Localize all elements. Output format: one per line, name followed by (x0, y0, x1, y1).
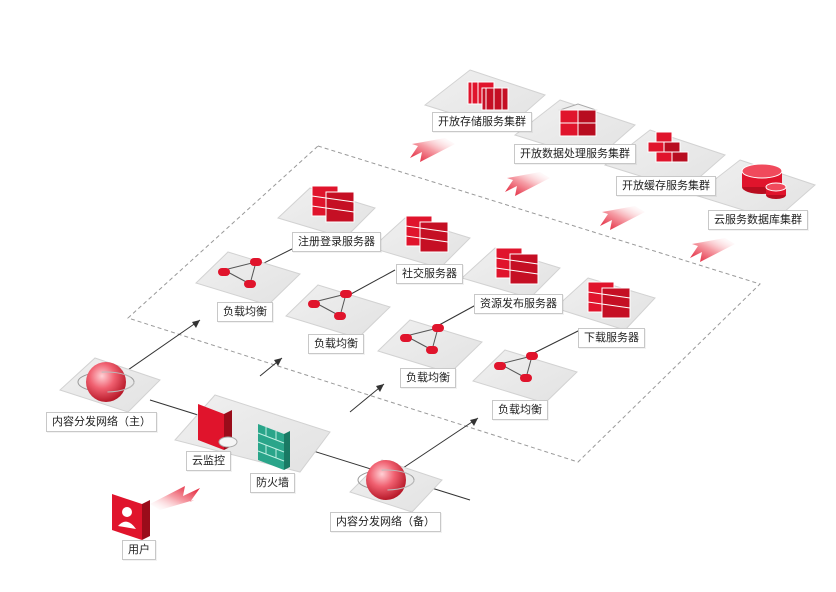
arrow-icon (690, 238, 735, 262)
server-label-publish: 资源发布服务器 (474, 294, 563, 314)
arrow-icon (600, 206, 645, 230)
firewall-icon (257, 424, 290, 470)
cluster-label-data-processing: 开放数据处理服务集群 (514, 144, 636, 164)
server-stack-icon (311, 185, 355, 223)
service-zone-boundary (127, 145, 761, 463)
load-balancer-icon (400, 324, 444, 354)
platforms (59, 69, 816, 513)
firewall-label: 防火墙 (250, 473, 295, 493)
server-label-download: 下载服务器 (578, 328, 645, 348)
user-label: 用户 (122, 540, 156, 560)
cluster-label-database: 云服务数据库集群 (708, 210, 808, 230)
cluster-label-storage: 开放存储服务集群 (432, 112, 532, 132)
load-balancer-icon (494, 352, 538, 382)
cluster-label-cache: 开放缓存服务集群 (616, 176, 716, 196)
connection-arrowheads (192, 320, 478, 426)
monitor-icon (198, 404, 238, 450)
database-icon (741, 163, 787, 199)
globe-icon (357, 460, 415, 500)
server-stack-icon (495, 247, 539, 285)
user-icon (112, 494, 150, 540)
server-stack-icon (558, 103, 598, 137)
load-balancer-icon (218, 258, 262, 288)
cache-cluster-icon (647, 131, 689, 163)
storage-rack-icon (467, 81, 509, 111)
server-stack-icon (587, 281, 631, 319)
server-label-register: 注册登录服务器 (292, 232, 381, 252)
arrow-icon (410, 138, 455, 162)
load-balancer-icon (308, 290, 352, 320)
load-balancer-label: 负载均衡 (400, 368, 456, 388)
load-balancer-label: 负载均衡 (308, 334, 364, 354)
cdn-primary-label: 内容分发网络（主） (46, 412, 157, 432)
arrow-icon (150, 486, 200, 510)
globe-icon (77, 362, 135, 402)
cloud-monitor-label: 云监控 (186, 451, 231, 471)
server-label-social: 社交服务器 (396, 264, 463, 284)
load-balancer-label: 负载均衡 (217, 302, 273, 322)
load-balancer-label: 负载均衡 (492, 400, 548, 420)
arrow-icon (505, 172, 550, 196)
cdn-backup-label: 内容分发网络（备） (330, 512, 441, 532)
server-stack-icon (405, 215, 449, 253)
